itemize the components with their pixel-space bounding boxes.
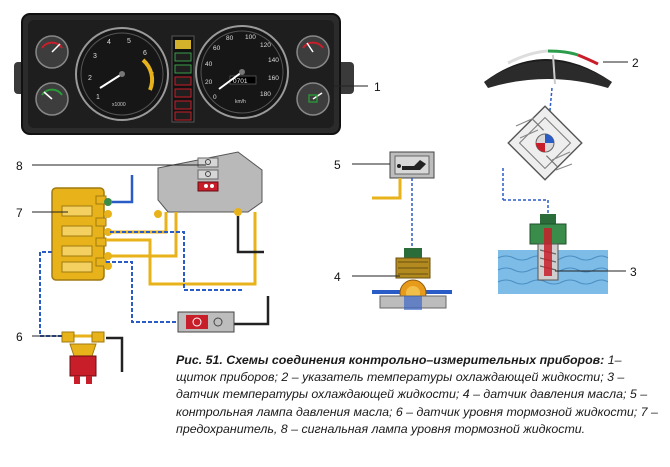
speedo-tick: 60 [213, 45, 221, 52]
tacho-unit: x1000 [112, 102, 126, 108]
speedo-needle [218, 71, 243, 90]
coolant-temp-sensor [497, 214, 609, 294]
brake-fluid-lamp-unit [157, 151, 263, 213]
speedo-tick: 80 [226, 35, 234, 42]
odometer-readout: 0701 [233, 78, 248, 85]
caption-body: 1– щиток приборов; 2 – указатель темпера… [176, 353, 658, 436]
callout-3: 3 [630, 265, 637, 279]
tacho-needle [99, 73, 123, 89]
speedo-unit: km/h [235, 99, 246, 105]
figure-caption: Рис. 51. Схемы соединения контрольно–изм… [176, 352, 664, 438]
callout-5: 5 [334, 158, 341, 172]
callout-8: 8 [16, 159, 23, 173]
tacho-tick: 5 [127, 38, 131, 45]
tachometer: 1 2 3 4 5 6 7 x1000 [75, 27, 169, 121]
caption-title: Схемы соединения контрольно–измерительны… [226, 353, 605, 367]
speedo-tick: 120 [260, 42, 271, 49]
speedo-tick: 20 [205, 79, 213, 86]
warning-lamp-column [171, 35, 195, 123]
tacho-tick: 2 [88, 75, 92, 82]
tacho-tick: 4 [107, 39, 111, 46]
speedo-tick: 0 [213, 94, 217, 101]
speedo-tick: 180 [260, 91, 271, 98]
oil-pressure-sensor [372, 248, 452, 310]
brake-warning-lamp-holder [177, 311, 235, 333]
temperature-gauge [484, 49, 612, 214]
callout-2: 2 [632, 56, 639, 70]
brake-fluid-level-sensor [61, 331, 105, 384]
instrument-cluster: 1 2 3 4 5 6 7 x1000 0 20 [14, 13, 354, 135]
speedo-tick: 40 [205, 61, 213, 68]
callout-6: 6 [16, 330, 23, 344]
callout-1: 1 [374, 80, 381, 94]
fuse-box [51, 187, 112, 281]
callout-7: 7 [16, 206, 23, 220]
tacho-tick: 1 [96, 94, 100, 101]
caption-lead: Рис. 51. [176, 353, 223, 367]
speedometer: 0 20 40 60 80 100 120 140 160 180 0701 k… [195, 25, 289, 119]
speedo-tick: 100 [245, 34, 256, 41]
oil-pressure-lamp [372, 151, 435, 248]
tacho-tick: 6 [143, 50, 147, 57]
tacho-tick: 3 [93, 53, 97, 60]
speedo-tick: 160 [268, 75, 279, 82]
callout-4: 4 [334, 270, 341, 284]
speedo-tick: 140 [268, 57, 279, 64]
